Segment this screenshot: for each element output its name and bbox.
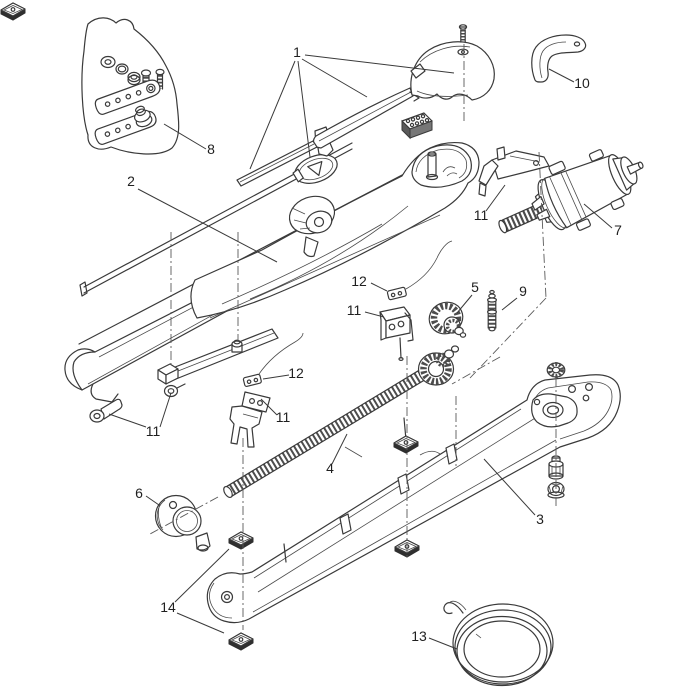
- part-label-14: 14: [160, 599, 176, 615]
- antenna-post: [425, 151, 439, 181]
- part-label-5: 5: [471, 279, 479, 295]
- part-label-9: 9: [519, 283, 527, 299]
- release-handle: [531, 34, 587, 83]
- fork-bracket: [229, 391, 271, 448]
- part-label-8: 8: [207, 141, 215, 157]
- mounting-plate: [94, 105, 157, 145]
- lock-cover: [292, 154, 338, 184]
- lead-screw: [223, 345, 460, 499]
- end-cap-cover: [410, 41, 495, 101]
- part-label-11: 11: [146, 423, 161, 439]
- rail-end-cap: [79, 281, 88, 297]
- mounting-pad: [0, 2, 26, 21]
- part-label-3: 3: [536, 511, 544, 527]
- cover-screw: [458, 24, 468, 43]
- part-label-12: 12: [288, 365, 304, 381]
- release-knob: [288, 195, 336, 258]
- drive-nut: [231, 339, 243, 353]
- motor: [498, 149, 644, 234]
- part-label-13: 13: [411, 628, 427, 644]
- pivot-bushing: [163, 383, 186, 398]
- limit-switch-bracket: [379, 306, 414, 362]
- part-number-labels: 1 2 3 4 5 6 7 8 9 10 11 11 11 11 12 12 1…: [127, 44, 622, 644]
- cover-strip: [312, 87, 420, 149]
- mounting-hardware-inset: [81, 17, 180, 155]
- gearbox-boss: [531, 393, 578, 428]
- release-lever: [89, 398, 123, 423]
- part-label-2: 2: [127, 173, 135, 189]
- motor-bracket: [478, 146, 550, 197]
- leader-lines: [108, 54, 613, 650]
- front-clamp: [154, 494, 211, 552]
- adjuster-pin: [487, 289, 498, 332]
- part-label-12: 12: [351, 273, 367, 289]
- cable-clip: [386, 240, 453, 301]
- cap-nut: [546, 362, 566, 378]
- slide-rail: [157, 328, 279, 385]
- bevel-gear: [428, 301, 467, 338]
- drive-wheel: [417, 345, 460, 386]
- part-label-1: 1: [293, 44, 301, 60]
- rail-cover-strip: [236, 140, 318, 187]
- part-label-10: 10: [574, 75, 590, 91]
- actuator-housing: [190, 141, 480, 319]
- cable-coil: [443, 600, 554, 687]
- mounting-plate: [94, 79, 161, 115]
- part-label-11: 11: [474, 207, 489, 223]
- lower-arm: [206, 374, 621, 624]
- cable-clip: [242, 332, 304, 387]
- part-label-11: 11: [347, 302, 362, 318]
- part-label-7: 7: [614, 222, 622, 238]
- assembly-centerlines: [149, 44, 557, 630]
- terminal-block: [401, 112, 433, 140]
- part-label-4: 4: [326, 460, 334, 476]
- part-label-11: 11: [276, 409, 291, 425]
- part-label-6: 6: [135, 485, 143, 501]
